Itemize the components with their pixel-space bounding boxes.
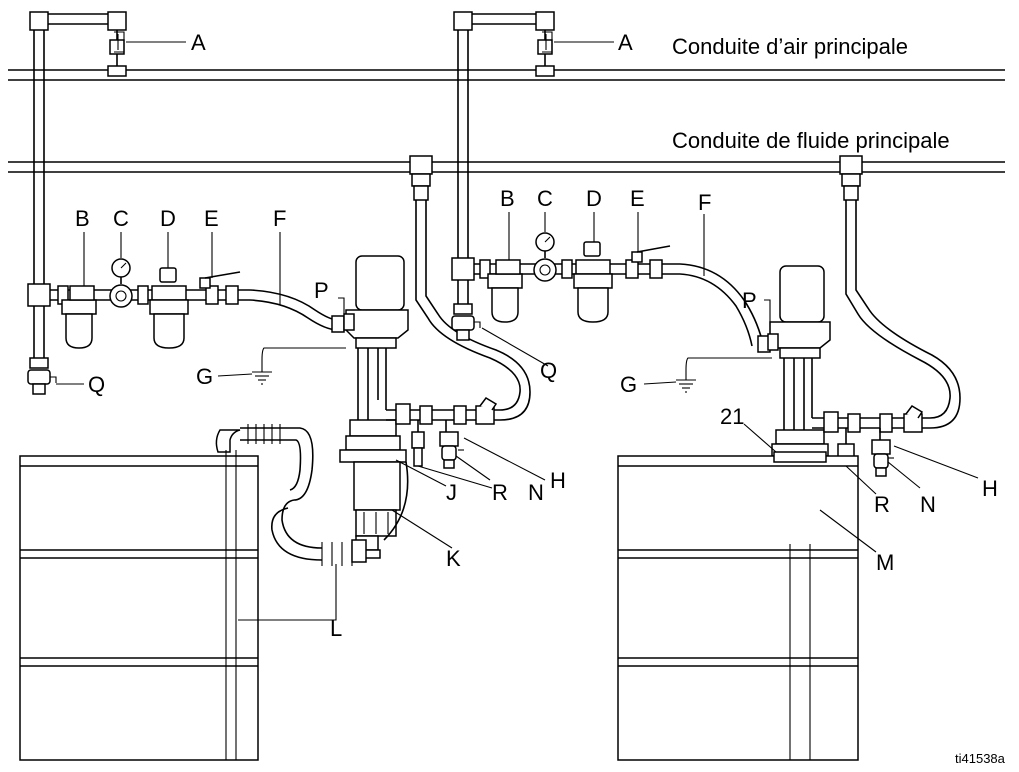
main-fluid-line — [8, 161, 1005, 173]
label-G-left: G — [196, 364, 213, 389]
label-A-right: A — [618, 30, 633, 55]
label-D-right: D — [586, 186, 602, 211]
left-fluid-hose — [409, 155, 531, 421]
right-drain-valve-N — [871, 428, 894, 477]
label-E-right: E — [630, 186, 645, 211]
left-drain-valve-Q — [27, 300, 57, 395]
label-D-left: D — [160, 206, 176, 231]
right-fluid-outlet — [812, 411, 930, 433]
label-P-left: P — [314, 278, 329, 303]
right-leader-lines — [481, 41, 979, 553]
right-fluid-hose — [839, 155, 961, 429]
left-drain-valve-N — [439, 420, 464, 469]
left-bleed-valve-A — [114, 31, 125, 53]
label-H-left: H — [550, 468, 566, 493]
left-fluid-filter-R — [411, 420, 425, 467]
label-H-right: H — [982, 476, 998, 501]
right-air-regulator-C — [533, 232, 557, 282]
label-C-left: C — [113, 206, 129, 231]
right-air-filter-D — [573, 241, 613, 323]
label-B-left: B — [75, 206, 90, 231]
left-air-hose-F — [249, 289, 345, 333]
label-F-left: F — [273, 206, 286, 231]
main-air-line-caption: Conduite d’air principale — [672, 34, 908, 59]
label-M-right: M — [876, 550, 894, 575]
left-suction-hose-L — [215, 424, 367, 566]
label-K-left: K — [446, 546, 461, 571]
main-air-line — [8, 69, 1005, 81]
right-air-hose-F — [679, 263, 771, 353]
left-shutoff-valve-E — [199, 271, 241, 289]
left-drum — [19, 450, 259, 761]
left-air-regulator-C — [109, 258, 133, 308]
label-E-left: E — [204, 206, 219, 231]
label-R-right: R — [874, 492, 890, 517]
label-P-right: P — [742, 288, 757, 313]
right-bleed-valve-A — [542, 31, 553, 53]
label-Q-left: Q — [88, 372, 105, 397]
label-N-right: N — [920, 492, 936, 517]
main-fluid-line-caption: Conduite de fluide principale — [672, 128, 950, 153]
right-drum — [617, 451, 859, 761]
label-R-left: R — [492, 480, 508, 505]
right-air-filter-B — [487, 259, 523, 323]
label-C-right: C — [537, 186, 553, 211]
left-leader-lines — [56, 41, 546, 621]
figure-code: ti41538a — [955, 751, 1006, 766]
label-A-left: A — [191, 30, 206, 55]
label-21-right: 21 — [720, 404, 744, 429]
left-air-drop-pipe — [29, 11, 127, 290]
label-J-left: J — [446, 480, 457, 505]
right-air-drop-pipe — [453, 11, 555, 260]
label-G-right: G — [620, 372, 637, 397]
left-fluid-shutoff-H — [479, 397, 498, 411]
right-air-manifold — [451, 257, 680, 281]
label-L-left: L — [330, 616, 342, 641]
right-shutoff-valve-E — [631, 245, 671, 263]
left-fluid-outlet — [386, 403, 500, 425]
left-air-filter-D — [149, 267, 189, 349]
left-air-filter-B — [61, 285, 97, 349]
right-ground-wire-G — [676, 357, 772, 393]
left-pump — [339, 255, 409, 559]
right-drain-valve-Q — [451, 280, 481, 341]
left-ground-wire-G — [252, 347, 346, 385]
label-Q-right: Q — [540, 358, 557, 383]
label-F-right: F — [698, 190, 711, 215]
label-B-right: B — [500, 186, 515, 211]
right-fluid-shutoff-H — [905, 405, 924, 419]
label-N-left: N — [528, 480, 544, 505]
